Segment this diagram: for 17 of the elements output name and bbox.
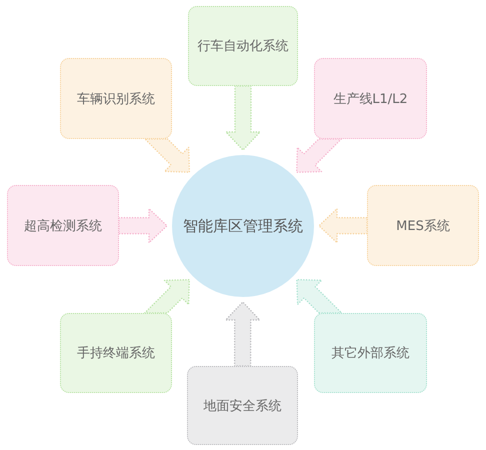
block-arrow bbox=[296, 278, 344, 314]
block-arrow bbox=[296, 138, 343, 174]
system-box: 超高检测系统 bbox=[7, 185, 119, 266]
system-box: 其它外部系统 bbox=[314, 313, 427, 393]
block-arrow bbox=[143, 278, 190, 314]
system-box: 行车自动化系统 bbox=[188, 6, 298, 86]
block-arrow bbox=[224, 300, 262, 367]
system-box: 手持终端系统 bbox=[60, 313, 172, 393]
system-box: MES系统 bbox=[367, 185, 479, 266]
system-box: 生产线L1/L2 bbox=[314, 58, 427, 139]
block-arrow bbox=[118, 207, 168, 244]
system-box: 车辆识别系统 bbox=[60, 58, 172, 139]
block-arrow bbox=[224, 85, 262, 152]
hub-circle: 智能库区管理系统 bbox=[172, 155, 314, 297]
block-arrow bbox=[143, 138, 190, 173]
system-box: 地面安全系统 bbox=[187, 366, 298, 445]
block-arrow bbox=[318, 207, 368, 244]
